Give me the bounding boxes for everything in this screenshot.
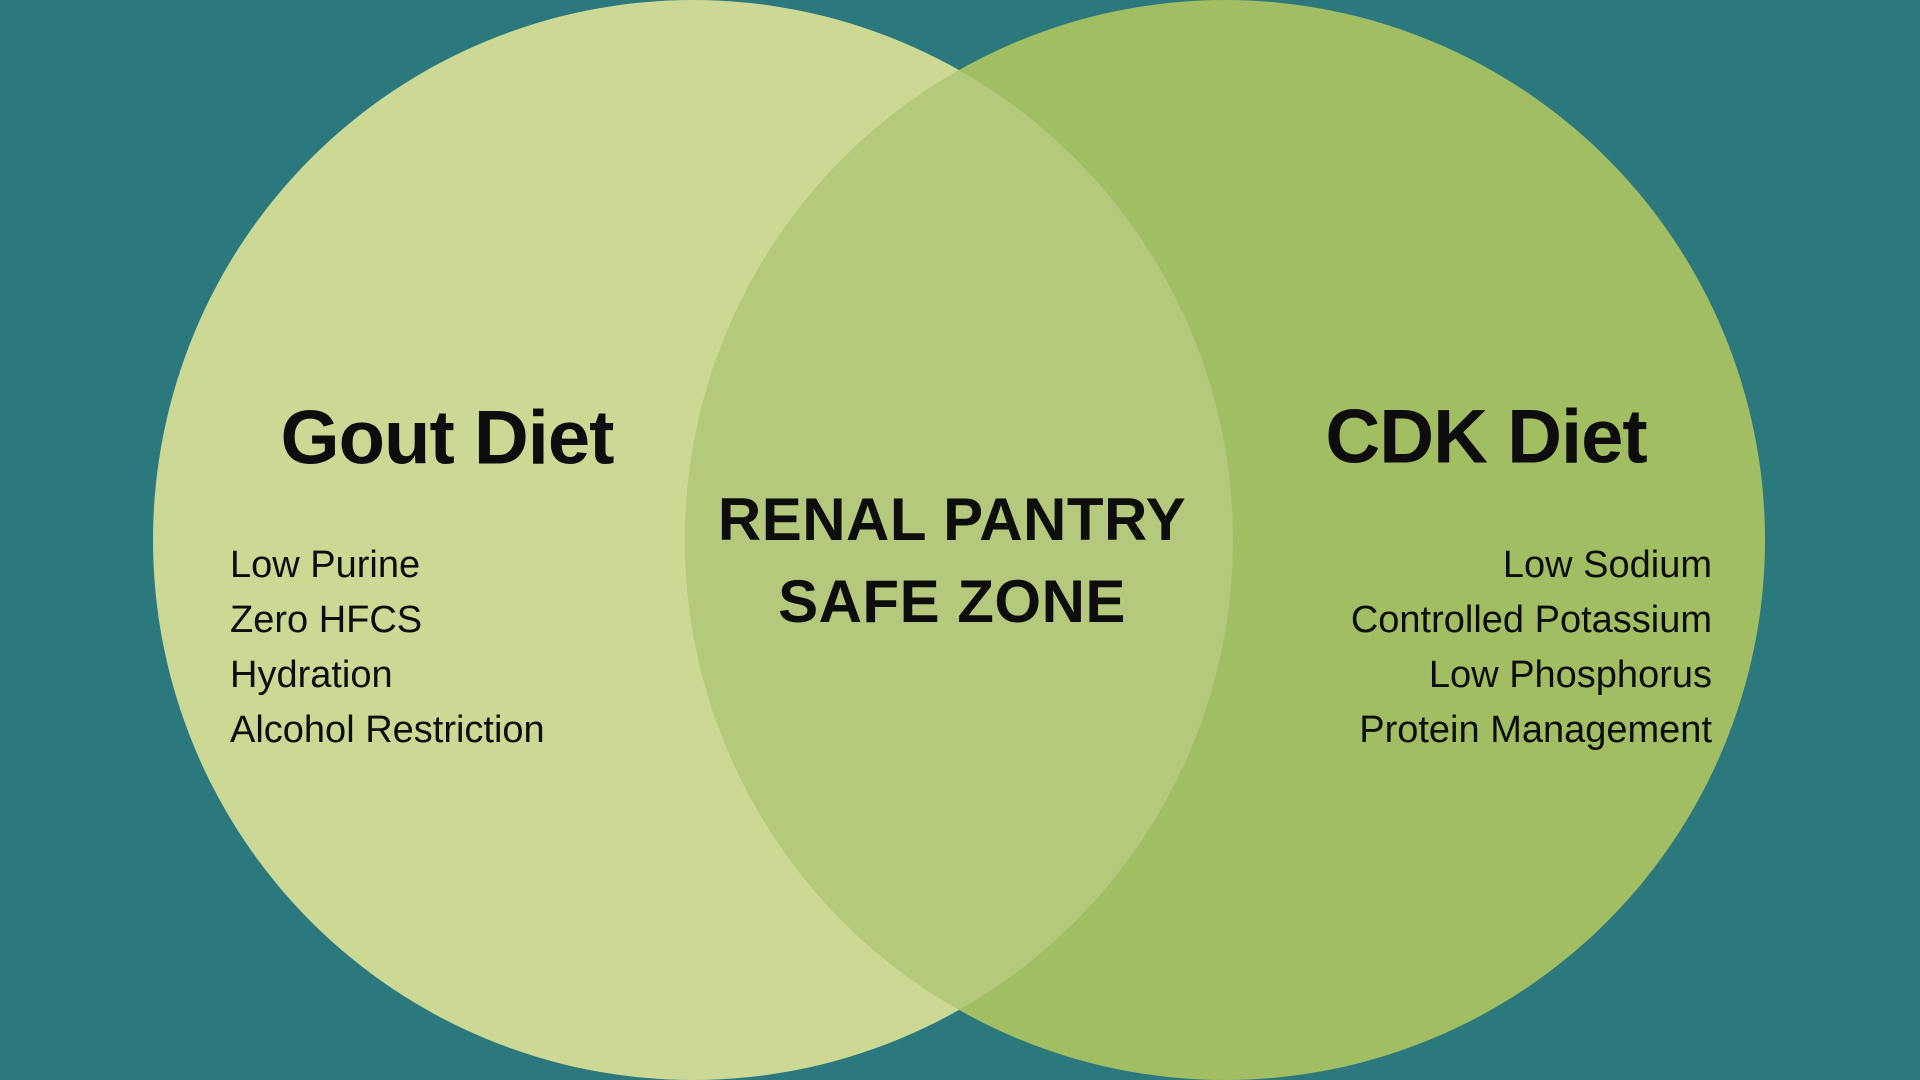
intersection-lens (685, 0, 1233, 1080)
list-item: Hydration (230, 654, 393, 696)
list-item: Alcohol Restriction (230, 709, 545, 751)
intersection-label-line1: RENAL PANTRY (717, 486, 1187, 553)
right-set-title: CDK Diet (1325, 394, 1647, 480)
list-item: Controlled Potassium (1350, 599, 1712, 641)
list-item: Zero HFCS (230, 599, 423, 641)
list-item: Protein Management (1359, 709, 1712, 751)
left-set-title: Gout Diet (280, 395, 615, 481)
intersection-label: RENAL PANTRY SAFE ZONE (718, 479, 1186, 643)
right-set-items: Low Sodium Controlled Potassium Low Phos… (1351, 538, 1712, 758)
intersection-label-line2: SAFE ZONE (778, 568, 1126, 635)
list-item: Low Sodium (1502, 544, 1712, 586)
list-item: Low Purine (230, 544, 421, 586)
left-set-items: Low Purine Zero HFCS Hydration Alcohol R… (230, 538, 545, 758)
list-item: Low Phosphorus (1428, 654, 1712, 696)
